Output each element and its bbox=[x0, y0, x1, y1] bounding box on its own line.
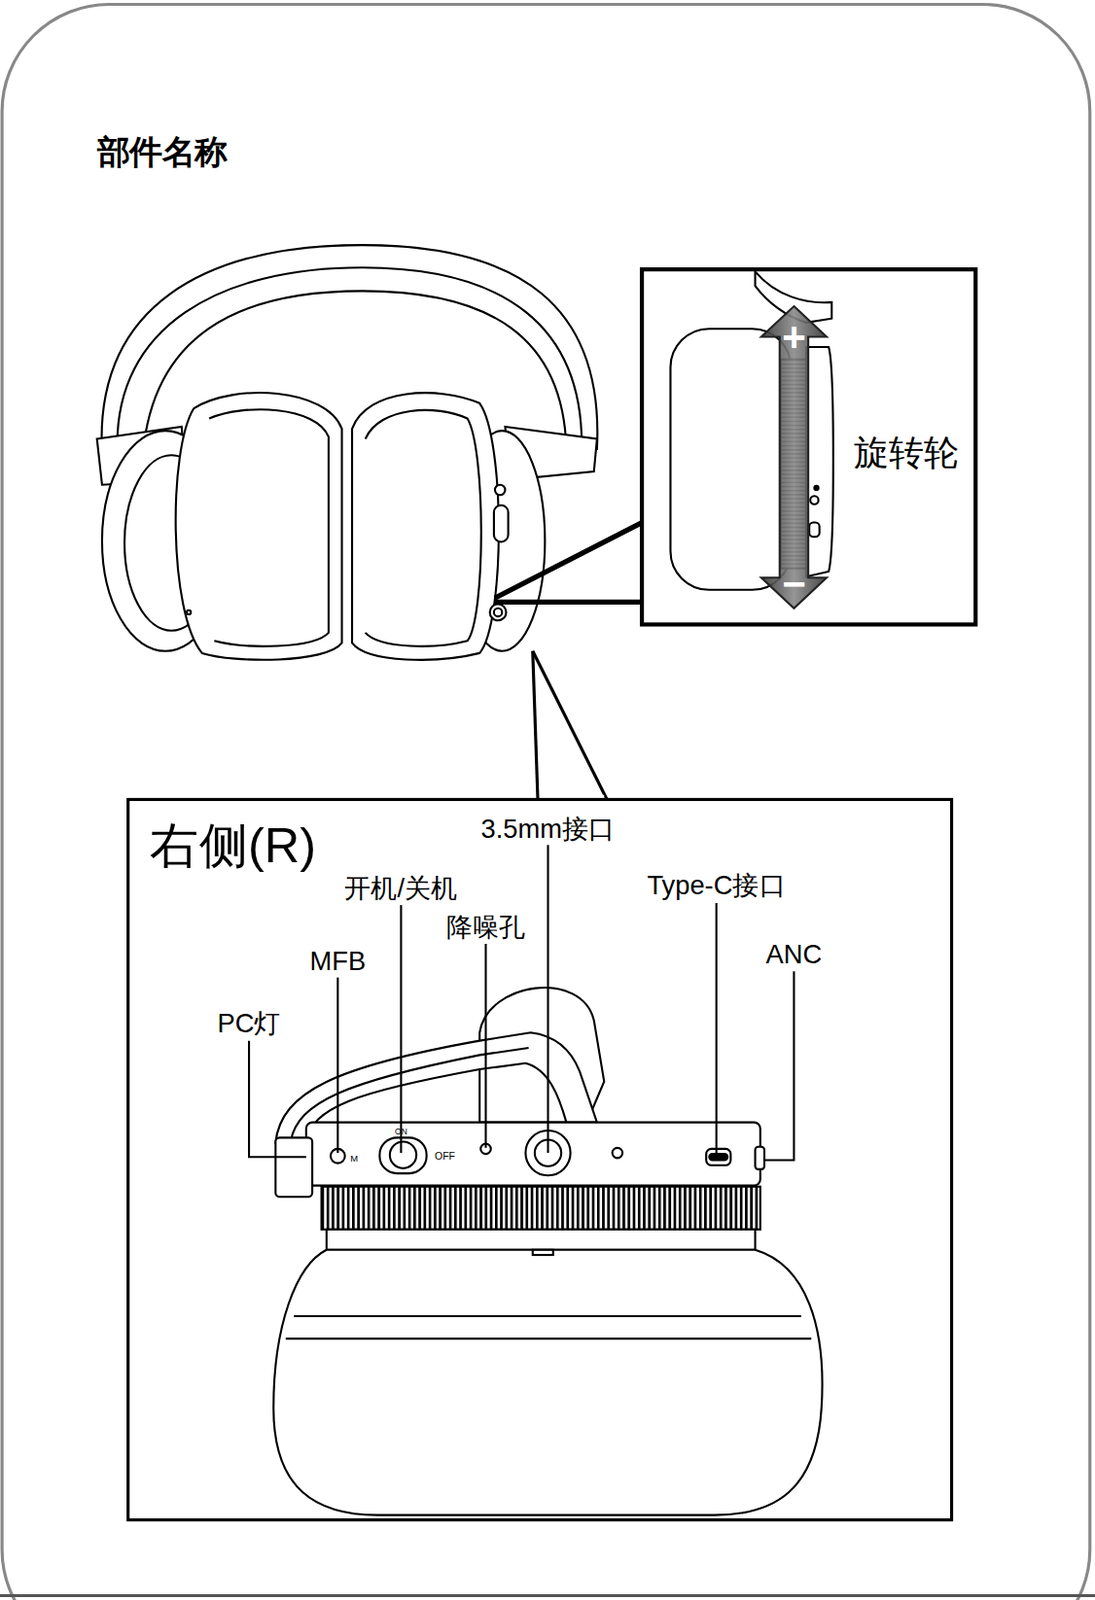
part-label: Type-C接口 bbox=[646, 871, 786, 898]
part-label: MFB bbox=[310, 948, 367, 975]
box-label: 右侧(R) bbox=[149, 813, 317, 880]
part-label: ANC bbox=[766, 941, 823, 968]
page-edge bbox=[0, 1594, 1095, 1598]
callout-line bbox=[532, 651, 608, 801]
headphone-front-view bbox=[97, 245, 599, 661]
part-label: − bbox=[781, 563, 807, 604]
part-label: OFF bbox=[434, 1151, 456, 1162]
part-label: M bbox=[350, 1155, 358, 1165]
box-label: 旋转轮 bbox=[853, 429, 958, 477]
page-frame bbox=[1, 3, 1091, 1600]
callout-line bbox=[494, 523, 642, 603]
page-title: 部件名称 bbox=[97, 130, 228, 176]
leader-line bbox=[248, 845, 794, 1161]
part-label: + bbox=[781, 316, 807, 357]
part-label: 3.5mm接口 bbox=[481, 815, 616, 843]
part-label: PC灯 bbox=[216, 1010, 281, 1037]
part-label: 降噪孔 bbox=[446, 914, 527, 941]
callout-box: 右侧(R) bbox=[126, 798, 954, 1522]
wheel-inset-view bbox=[670, 271, 833, 608]
callout-box: 旋转轮 bbox=[639, 267, 978, 628]
part-label: 开机/关机 bbox=[344, 875, 459, 902]
part-label: ON bbox=[394, 1129, 408, 1137]
